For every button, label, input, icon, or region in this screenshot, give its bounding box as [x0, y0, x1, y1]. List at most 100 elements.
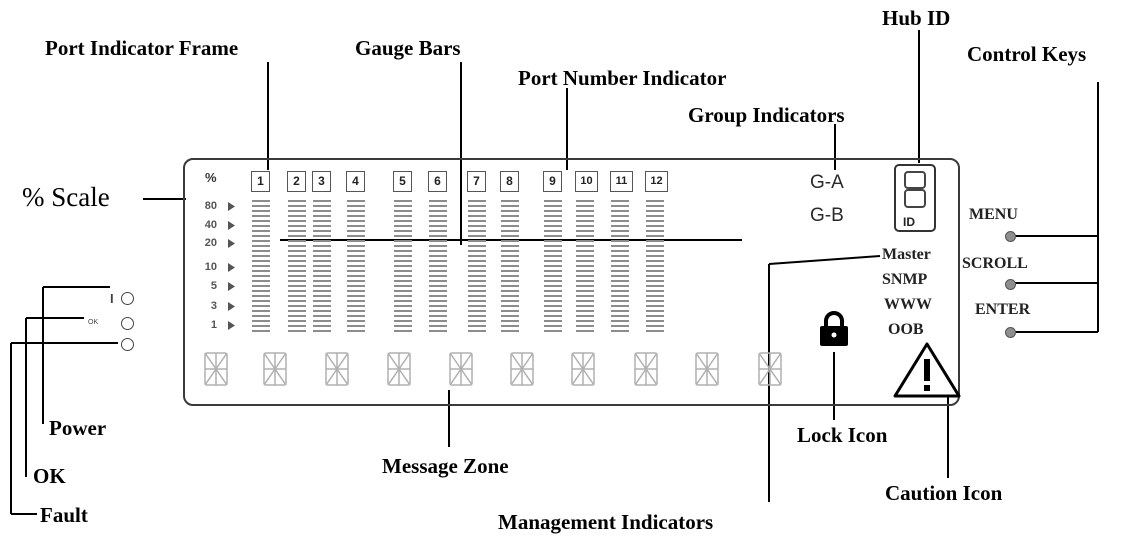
gauge-segment [394, 245, 412, 247]
gauge-segment [429, 220, 447, 222]
gauge-segment [288, 330, 306, 332]
gauge-segment [288, 305, 306, 307]
port-number-7: 7 [467, 171, 486, 192]
gauge-segment [501, 270, 519, 272]
gauge-segment [576, 210, 594, 212]
gauge-bar-7 [468, 200, 486, 335]
port-number-9: 9 [543, 171, 562, 192]
port-number-12: 12 [645, 171, 668, 192]
gauge-segment [394, 255, 412, 257]
gauge-segment [347, 230, 365, 232]
gauge-segment [468, 280, 486, 282]
gauge-segment [501, 315, 519, 317]
gauge-segment [313, 290, 331, 292]
gauge-segment [646, 300, 664, 302]
gauge-segment [288, 240, 306, 242]
scroll-key-button[interactable] [1005, 279, 1016, 290]
gauge-segment [313, 325, 331, 327]
gauge-segment [429, 270, 447, 272]
gauge-segment [544, 255, 562, 257]
gauge-segment [288, 260, 306, 262]
gauge-segment [313, 245, 331, 247]
percent-label: % [205, 170, 217, 185]
gauge-segment [646, 220, 664, 222]
sixteen-segment-char-icon [263, 352, 287, 386]
gauge-segment [394, 300, 412, 302]
gauge-segment [313, 295, 331, 297]
mgmt-oob: OOB [888, 321, 924, 338]
gauge-segment [429, 315, 447, 317]
scroll-key-label: SCROLL [962, 255, 1028, 272]
gauge-segment [288, 280, 306, 282]
gauge-segment [429, 320, 447, 322]
lock-icon [820, 311, 848, 346]
callout-lock-icon: Lock Icon [797, 423, 888, 447]
gauge-segment [347, 220, 365, 222]
gauge-segment [252, 260, 270, 262]
gauge-segment [501, 250, 519, 252]
gauge-segment [501, 255, 519, 257]
menu-key-button[interactable] [1005, 231, 1016, 242]
gauge-segment [347, 200, 365, 202]
gauge-segment [313, 210, 331, 212]
enter-key-button[interactable] [1005, 327, 1016, 338]
scale-label-5: 5 [210, 280, 217, 292]
gauge-segment [501, 280, 519, 282]
gauge-segment [611, 310, 629, 312]
scale-label-80: 80 [204, 200, 217, 212]
gauge-segment [313, 270, 331, 272]
gauge-segment [501, 205, 519, 207]
gauge-segment [394, 315, 412, 317]
gauge-segment [347, 225, 365, 227]
gauge-segment [429, 280, 447, 282]
triangle-right-icon [228, 202, 235, 211]
gauge-segment [394, 310, 412, 312]
gauge-segment [394, 305, 412, 307]
gauge-segment [576, 200, 594, 202]
triangle-right-icon [228, 282, 235, 291]
gauge-segment [576, 220, 594, 222]
gauge-segment [544, 300, 562, 302]
gauge-segment [347, 305, 365, 307]
gauge-segment [576, 240, 594, 242]
gauge-segment [429, 285, 447, 287]
gauge-segment [468, 300, 486, 302]
lcd-panel [183, 158, 960, 406]
gauge-segment [576, 260, 594, 262]
gauge-bar-2 [288, 200, 306, 335]
gauge-segment [468, 230, 486, 232]
gauge-segment [576, 290, 594, 292]
gauge-segment [468, 275, 486, 277]
gauge-segment [544, 240, 562, 242]
gauge-segment [501, 265, 519, 267]
gauge-bar-6 [429, 200, 447, 335]
gauge-segment [468, 205, 486, 207]
gauge-segment [501, 210, 519, 212]
menu-key-label: MENU [969, 206, 1018, 223]
gauge-segment [501, 290, 519, 292]
port-number-1: 1 [251, 171, 270, 192]
gauge-segment [394, 320, 412, 322]
gauge-segment [611, 210, 629, 212]
gauge-segment [429, 210, 447, 212]
gauge-segment [313, 225, 331, 227]
gauge-segment [501, 330, 519, 332]
gauge-segment [611, 325, 629, 327]
gauge-segment [313, 285, 331, 287]
gauge-segment [646, 210, 664, 212]
gauge-segment [611, 245, 629, 247]
gauge-segment [347, 255, 365, 257]
group-indicator-a: G-A [810, 172, 844, 193]
port-number-2: 2 [287, 171, 306, 192]
gauge-segment [501, 235, 519, 237]
sixteen-segment-char-icon [325, 352, 349, 386]
gauge-segment [544, 285, 562, 287]
gauge-segment [288, 295, 306, 297]
gauge-segment [576, 230, 594, 232]
gauge-segment [611, 270, 629, 272]
gauge-segment [288, 250, 306, 252]
gauge-segment [501, 220, 519, 222]
callout-hub-id: Hub ID [882, 6, 951, 30]
gauge-segment [611, 285, 629, 287]
gauge-segment [646, 205, 664, 207]
